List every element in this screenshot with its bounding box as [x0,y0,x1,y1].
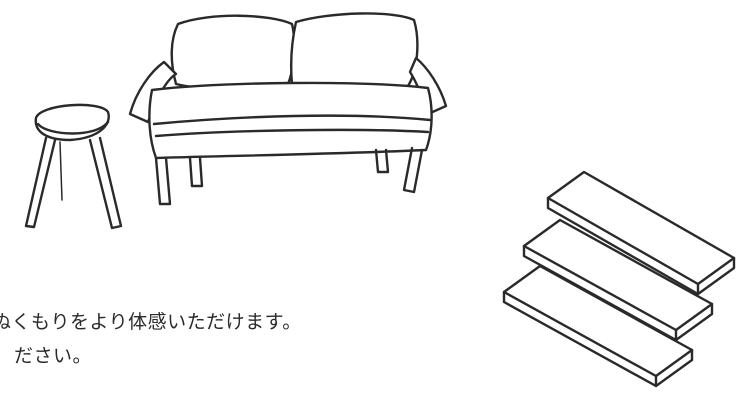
stool-drawing [24,103,123,230]
boards-drawing [502,170,736,388]
caption-line-2: ださい。 [14,345,93,367]
sofa-drawing [128,12,448,206]
caption-line-1: ぬくもりをより体感いただけます。 [0,311,302,333]
